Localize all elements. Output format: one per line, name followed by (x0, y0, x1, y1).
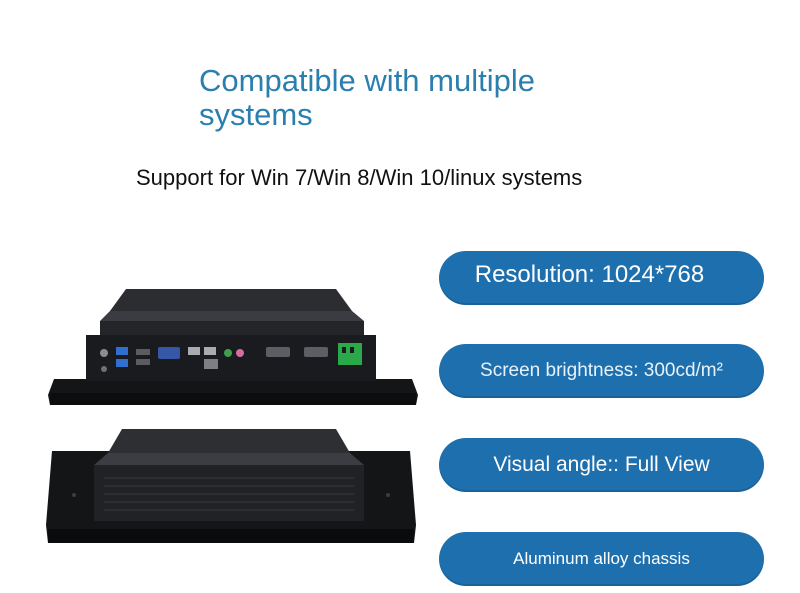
os-support-text: Support for Win 7/Win 8/Win 10/linux sys… (136, 165, 583, 190)
feature-visual-angle-label: Visual angle:: Full View (493, 453, 710, 476)
device-rear-heatsink-image (46, 429, 416, 543)
feature-brightness-pill: Screen brightness: 300cd/m² (439, 344, 764, 398)
feature-resolution-pill: Resolution: 1024*768 (439, 251, 764, 305)
feature-chassis-pill: Aluminum alloy chassis (439, 532, 764, 586)
feature-visual-angle-pill: Visual angle:: Full View (439, 438, 764, 492)
device-rear-ports-image (48, 289, 418, 405)
page-title: Compatible with multiple systems (199, 63, 535, 132)
feature-resolution-label: Resolution: 1024*768 (474, 261, 705, 288)
feature-chassis-label: Aluminum alloy chassis (513, 549, 690, 568)
feature-brightness-label: Screen brightness: 300cd/m² (480, 360, 723, 381)
